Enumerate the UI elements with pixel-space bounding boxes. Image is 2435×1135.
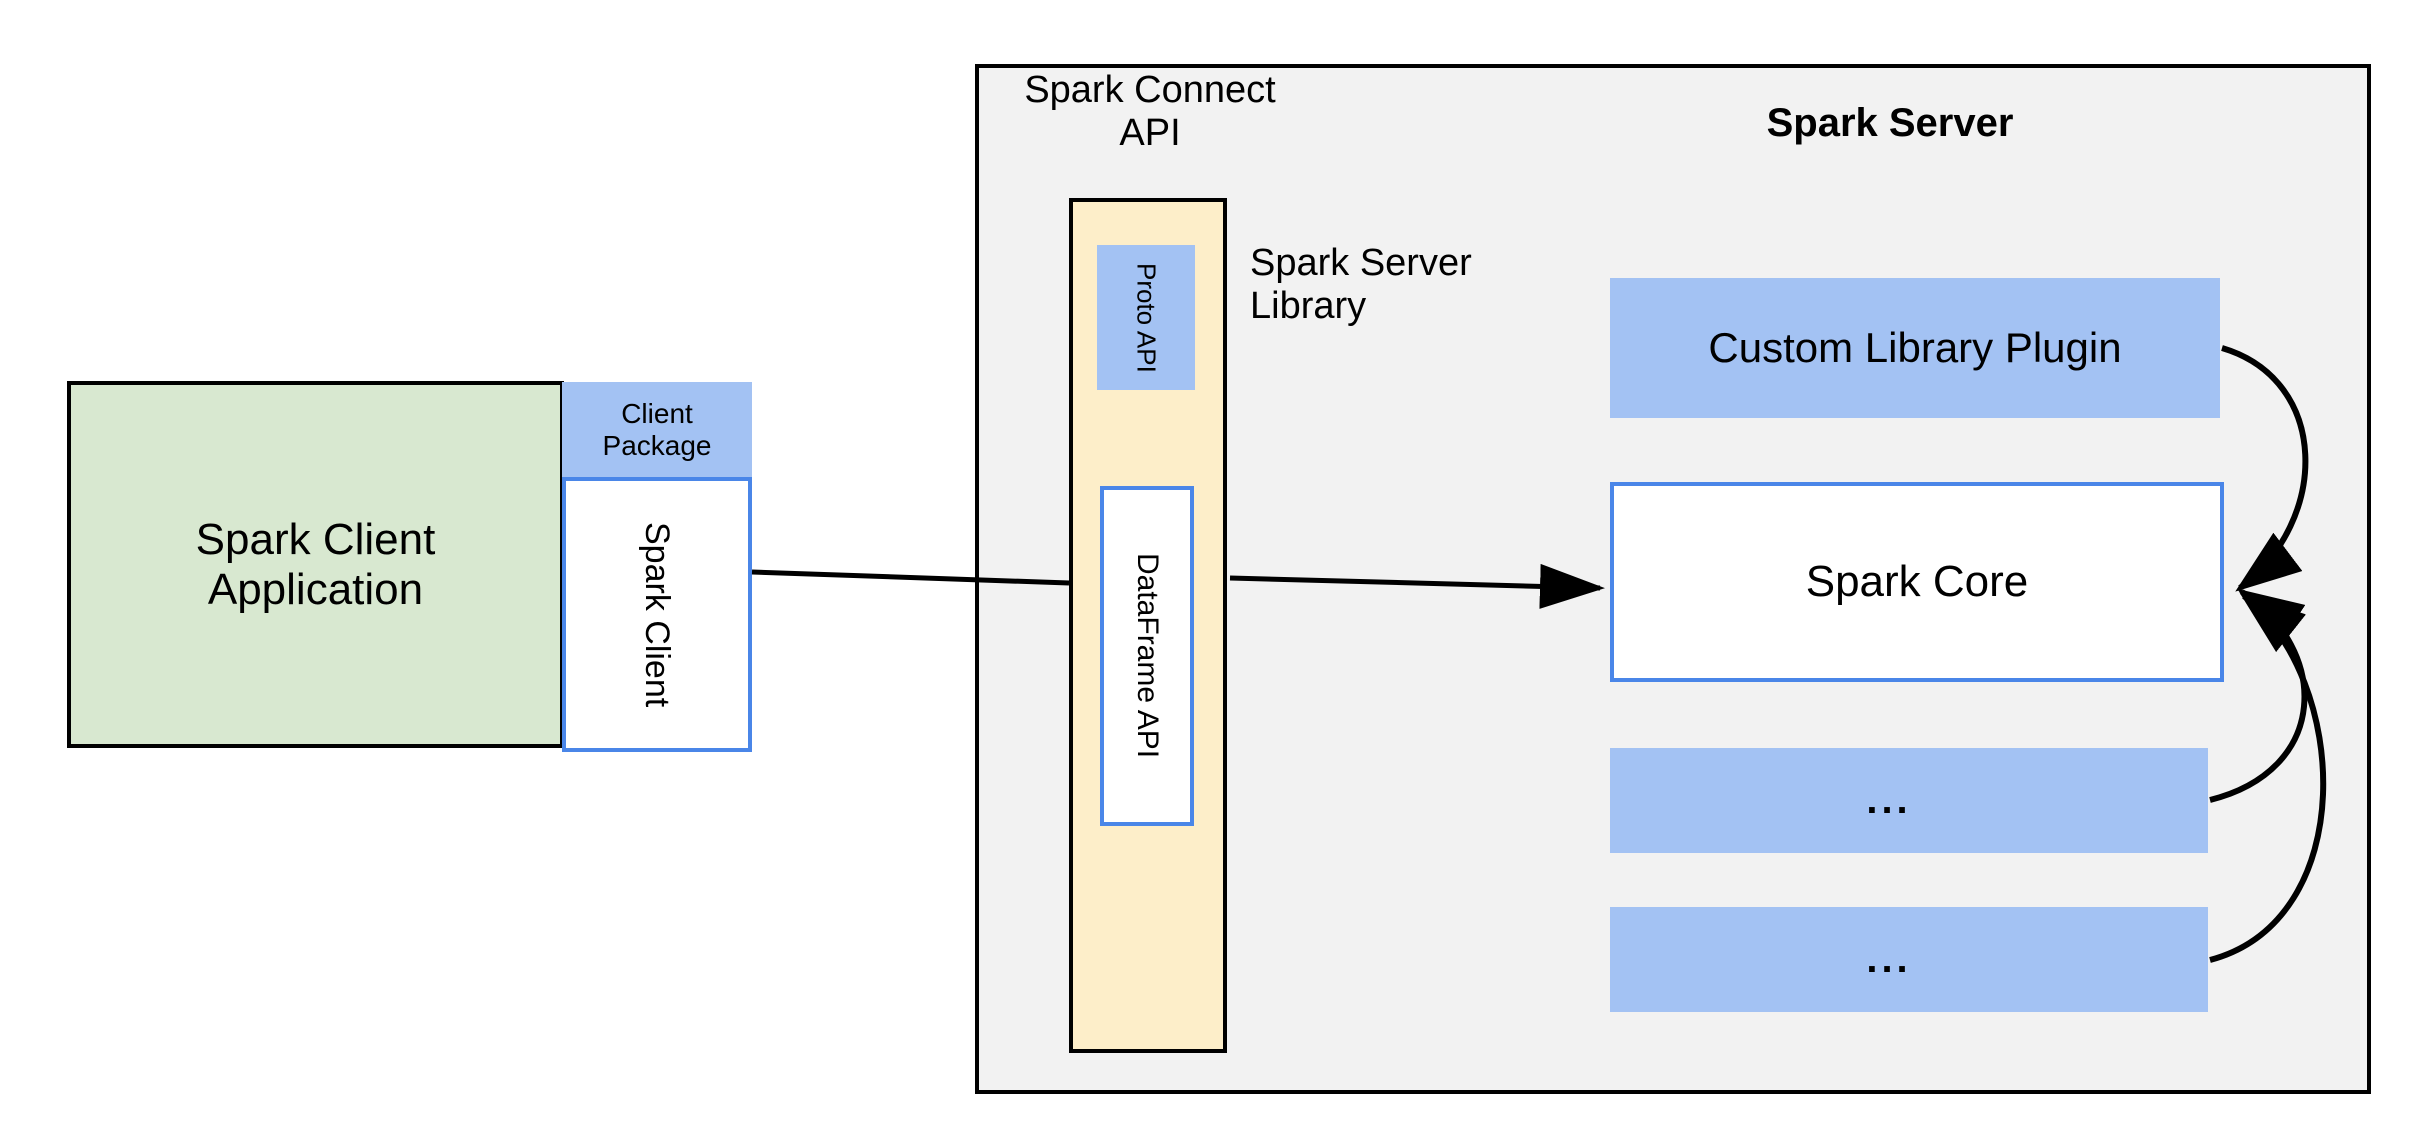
spark-client-box-label: Spark Client: [638, 521, 677, 708]
spark-server-title: Spark Server: [1766, 100, 2014, 145]
spark-client-application-line2: Application: [207, 564, 424, 614]
proto-api-box: Proto API: [1097, 245, 1195, 390]
spark-connect-api-title-line2: API: [1119, 112, 1181, 154]
spark-connect-api-title-line1: Spark Connect: [1024, 69, 1276, 112]
client-package-line2: Package: [602, 429, 712, 461]
placeholder-box-two-label: ...: [1866, 937, 1912, 982]
custom-library-plugin-box: Custom Library Plugin: [1610, 278, 2220, 418]
client-package-line1: Client: [621, 398, 693, 430]
spark-connect-api-title: Spark Connect API: [1000, 62, 1300, 162]
spark-core-box: Spark Core: [1610, 482, 2224, 682]
spark-server-library-label: Spark Server Library: [1250, 235, 1550, 335]
spark-server-library-label-line2: Library: [1250, 285, 1367, 327]
proto-api-label: Proto API: [1131, 262, 1162, 373]
client-package-box: Client Package: [562, 382, 752, 477]
placeholder-box-two: ...: [1610, 907, 2208, 1012]
dataframe-api-box: DataFrame API: [1100, 486, 1194, 826]
spark-client-application-box: Spark Client Application: [67, 381, 564, 748]
spark-client-application-line1: Spark Client: [195, 515, 436, 565]
spark-client-box: Spark Client: [562, 477, 752, 752]
placeholder-box-one-label: ...: [1866, 778, 1912, 823]
spark-server-library-label-line1: Spark Server: [1250, 242, 1472, 285]
dataframe-api-label: DataFrame API: [1130, 553, 1164, 759]
placeholder-box-one: ...: [1610, 748, 2208, 853]
